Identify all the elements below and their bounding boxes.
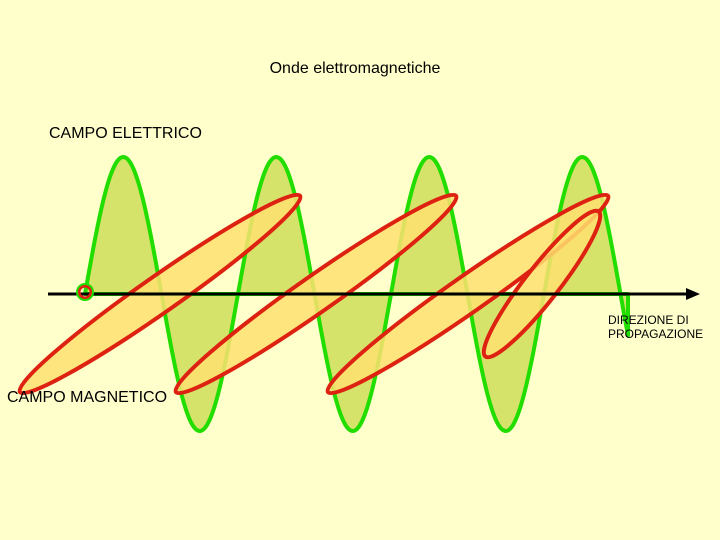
magnetic-field-label: CAMPO MAGNETICO	[7, 389, 168, 406]
propagation-arrowhead	[686, 288, 700, 300]
propagation-label-line1: DIREZIONE DI	[608, 313, 689, 327]
propagation-label-line2: PROPAGAZIONE	[608, 327, 704, 341]
propagation-direction-label: DIREZIONE DI PROPAGAZIONE	[608, 313, 703, 341]
origin-marker-outer	[76, 283, 94, 301]
electric-field-label: CAMPO ELETTRICO	[49, 125, 202, 142]
diagram-title: Onde elettromagnetiche	[269, 60, 441, 77]
origin-marker	[77, 284, 93, 300]
